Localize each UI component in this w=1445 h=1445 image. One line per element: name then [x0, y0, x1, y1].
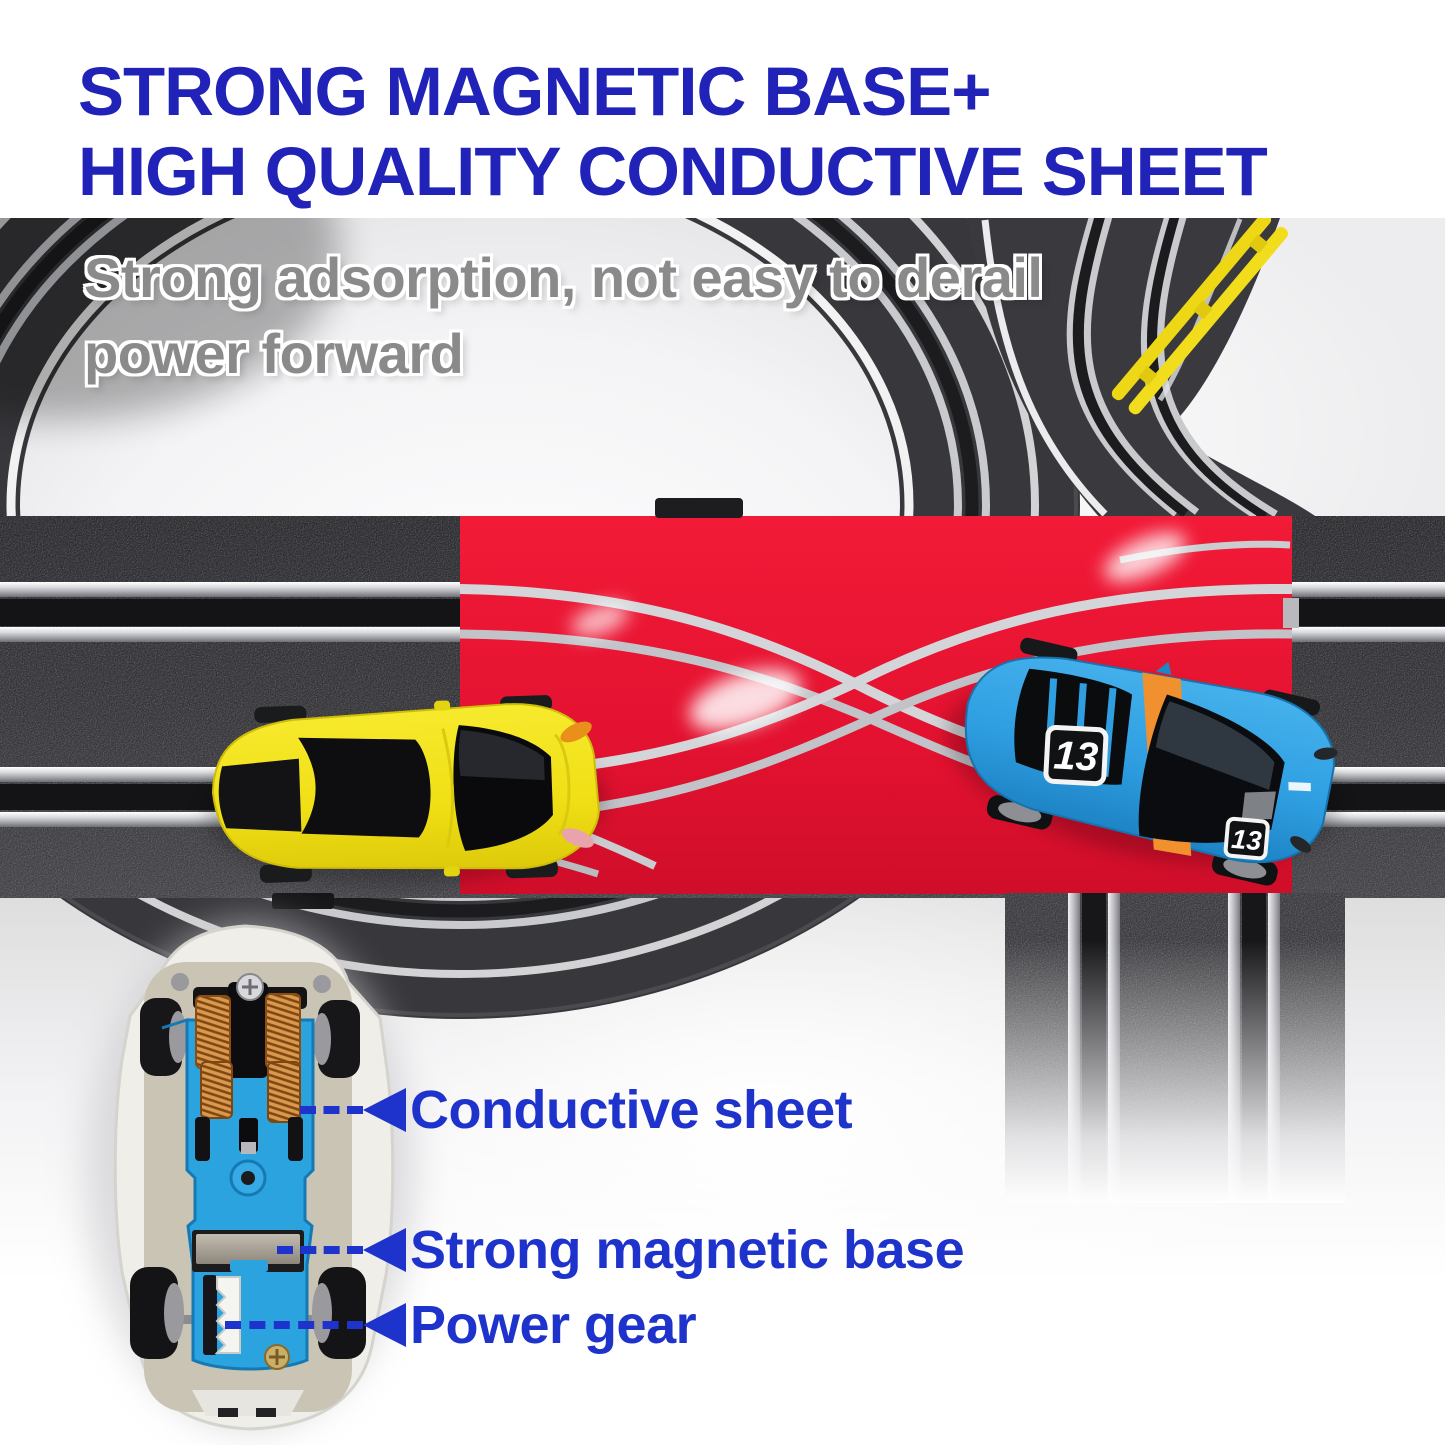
glare — [689, 669, 801, 731]
headline: STRONG MAGNETIC BASE+ HIGH QUALITY CONDU… — [78, 52, 1268, 212]
annotation-label: Conductive sheet — [410, 1080, 853, 1140]
number-badge: 13 — [1043, 724, 1109, 787]
engine-cover — [298, 737, 431, 838]
annotation-dash-line — [300, 1106, 363, 1114]
conductive-braids — [195, 993, 301, 1123]
arrow-left-icon — [363, 1303, 406, 1347]
subtitle-line2: power forward — [84, 322, 464, 385]
lane-marking-line — [981, 219, 1108, 517]
yellow-slot-car — [205, 695, 606, 886]
car-underside-view — [85, 920, 415, 1431]
annotation-dash-line — [225, 1321, 363, 1329]
annotation-conductive-sheet: Conductive sheet — [300, 1075, 853, 1145]
headlamp — [560, 721, 592, 743]
car-number-decal: 13 — [1230, 824, 1263, 857]
arrow-left-icon — [363, 1088, 406, 1132]
track-connector-tab — [655, 498, 743, 518]
annotation-label: Strong magnetic base — [410, 1220, 965, 1280]
annotation-label: Power gear — [410, 1295, 697, 1355]
wheel — [1211, 851, 1278, 886]
number-badge: 13 — [1223, 816, 1270, 861]
crossover-rail — [459, 583, 1293, 779]
lane-marking-line — [0, 218, 1039, 978]
annotation-strong-magnetic-base: Strong magnetic base — [277, 1215, 965, 1285]
headlamp — [1313, 747, 1338, 760]
subtitle: Strong adsorption, not easy to derail po… — [84, 240, 1043, 392]
annotation-power-gear: Power gear — [225, 1290, 697, 1360]
glare — [571, 603, 629, 637]
rear-vent — [218, 758, 302, 832]
headline-line2: HIGH QUALITY CONDUCTIVE SHEET — [78, 133, 1268, 210]
headlamp — [1290, 836, 1312, 853]
slot-rail — [0, 218, 990, 929]
pickup-guide — [228, 982, 268, 1078]
side-mirror — [434, 700, 451, 711]
slot-groove — [1072, 218, 1190, 518]
wheel — [140, 998, 187, 1076]
headlamp — [561, 828, 594, 848]
shell-tail — [192, 1390, 304, 1416]
arrow-left-icon — [363, 1228, 406, 1272]
headline-line1: STRONG MAGNETIC BASE+ — [78, 53, 991, 130]
slot-rail — [1083, 218, 1200, 515]
blue-slot-car: 13 13 — [946, 637, 1339, 886]
slot-rail — [1066, 218, 1179, 517]
wheel — [130, 1267, 184, 1359]
subtitle-line1: Strong adsorption, not easy to derail — [84, 246, 1043, 309]
antenna — [1155, 661, 1172, 675]
wheel — [313, 1000, 360, 1078]
car-number-decal: 13 — [1052, 733, 1099, 779]
rail-connector — [1283, 598, 1299, 628]
vertical-track-stub — [1005, 893, 1345, 1203]
glare — [1104, 532, 1186, 582]
track-connector-tab — [272, 893, 334, 909]
slot-groove — [0, 218, 979, 918]
sponsor-decal — [1288, 781, 1311, 792]
guardrail — [1111, 218, 1289, 415]
annotation-dash-line — [277, 1246, 363, 1254]
power-gear — [214, 1276, 241, 1354]
crossover-rail — [459, 629, 1293, 823]
magnet — [196, 1234, 300, 1264]
side-mirror — [443, 866, 460, 877]
